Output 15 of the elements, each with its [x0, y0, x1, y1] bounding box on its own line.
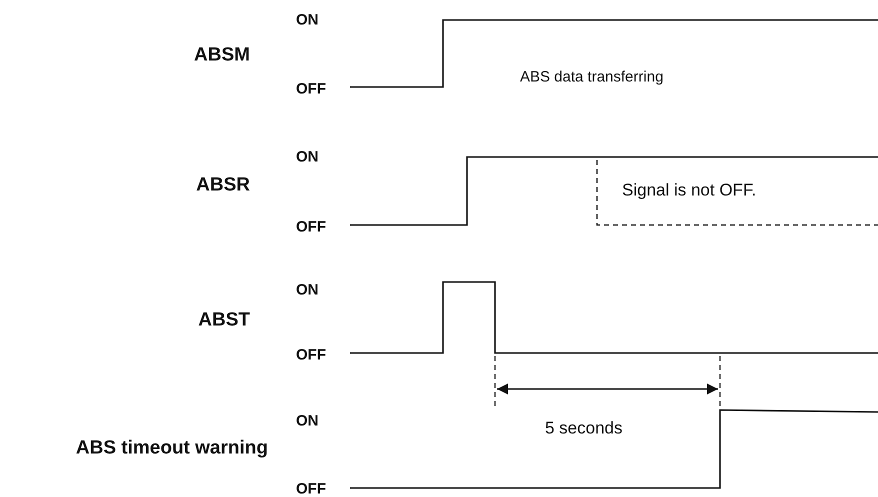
state-label: OFF: [296, 82, 326, 96]
state-label: ON: [296, 150, 318, 164]
state-label: ON: [296, 12, 318, 28]
signal-name: ABST: [198, 310, 250, 330]
state-label: OFF: [296, 482, 326, 496]
annotation-text: Signal is not OFF.: [622, 182, 756, 198]
state-label: ON: [296, 282, 318, 298]
state-label: ON: [296, 414, 318, 428]
annotation-text: ABS data transferring: [520, 70, 664, 84]
state-label: OFF: [296, 348, 326, 362]
signal-name: ABSM: [194, 46, 250, 64]
annotation-text: 5 seconds: [545, 420, 622, 436]
state-label: OFF: [296, 220, 326, 234]
signal-name: ABS timeout warning: [76, 438, 268, 458]
signal-name: ABSR: [196, 176, 250, 194]
